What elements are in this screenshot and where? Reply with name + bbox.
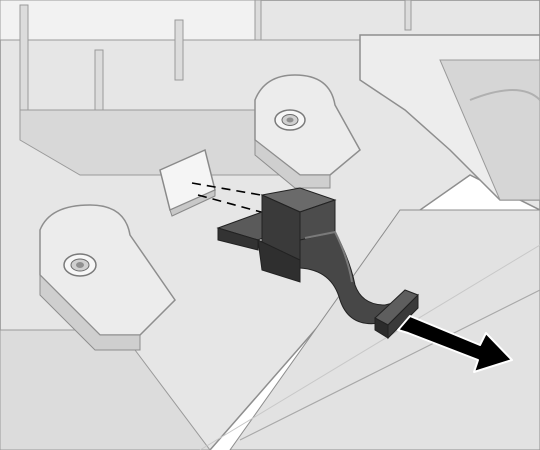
- alignment-guide: [191, 182, 279, 216]
- standoff-pad-right: [254, 74, 361, 189]
- standoff-pad-left: [39, 204, 176, 351]
- back-ribs: [19, 0, 412, 161]
- pull-direction-arrow: [397, 315, 513, 373]
- latch-part: [216, 187, 419, 340]
